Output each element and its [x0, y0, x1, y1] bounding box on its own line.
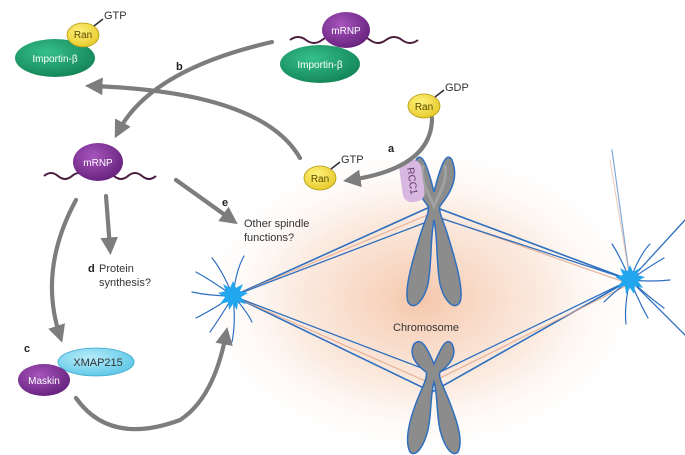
arrow-a [343, 115, 435, 188]
step-d: d [88, 263, 95, 275]
other-spindle-line1: Other spindle [244, 218, 309, 230]
maskin-blob [18, 364, 70, 396]
importin-beta-blob-right [280, 45, 360, 83]
arrow-maskin-centrosome [73, 327, 233, 432]
mrnp-label-top: mRNP [331, 26, 361, 37]
ran-label-gdp: Ran [415, 102, 433, 113]
xmap215-label: XMAP215 [73, 357, 123, 369]
rcc1-protein: RCC1 [399, 159, 425, 203]
protein-synthesis-line2: synthesis? [99, 277, 151, 289]
importin-beta-label-right: Importin-β [297, 60, 342, 71]
arrow-e [173, 177, 238, 225]
mrnp-center: mRNP [43, 143, 157, 181]
gtp-label-mid: GTP [341, 154, 364, 166]
ran-importin-complex: Importin-β Ran GTP [15, 10, 127, 77]
mrnp-blob-top [322, 12, 370, 48]
xmap215-blob [57, 347, 135, 377]
mrnp-importin-complex: mRNP Importin-β [280, 12, 419, 83]
arrow-c [48, 197, 79, 343]
gdp-label: GDP [445, 82, 469, 94]
step-b: b [176, 61, 183, 73]
right-centrosome [615, 265, 645, 294]
importin-beta-blob-left [15, 39, 95, 77]
maskin-xmap215: XMAP215 Maskin [18, 347, 135, 396]
gtp-label-topleft: GTP [104, 10, 127, 22]
left-centrosome [218, 281, 248, 310]
maskin-label: Maskin [28, 376, 60, 387]
ran-label-gtp: Ran [311, 174, 329, 185]
arrow-d [100, 193, 118, 256]
step-a: a [388, 143, 395, 155]
ran-label-topleft: Ran [74, 30, 92, 41]
step-c: c [24, 343, 30, 355]
chromosome-label: Chromosome [393, 322, 459, 334]
protein-synthesis-line1: Protein [99, 263, 134, 275]
pathway-arrows [48, 39, 435, 432]
other-spindle-line2: functions? [244, 232, 294, 244]
mrnp-label-center: mRNP [83, 158, 113, 169]
lower-chromosome [406, 341, 461, 455]
rcc1-label: RCC1 [404, 167, 419, 196]
ran-gtp: Ran GTP [303, 154, 364, 191]
arrow-ran-return [84, 77, 303, 161]
step-e: e [222, 197, 228, 209]
ran-blob-topleft [66, 22, 100, 48]
arrow-b [114, 39, 275, 139]
importin-beta-label-left: Importin-β [32, 54, 77, 65]
ran-gdp: Ran GDP [407, 82, 469, 119]
